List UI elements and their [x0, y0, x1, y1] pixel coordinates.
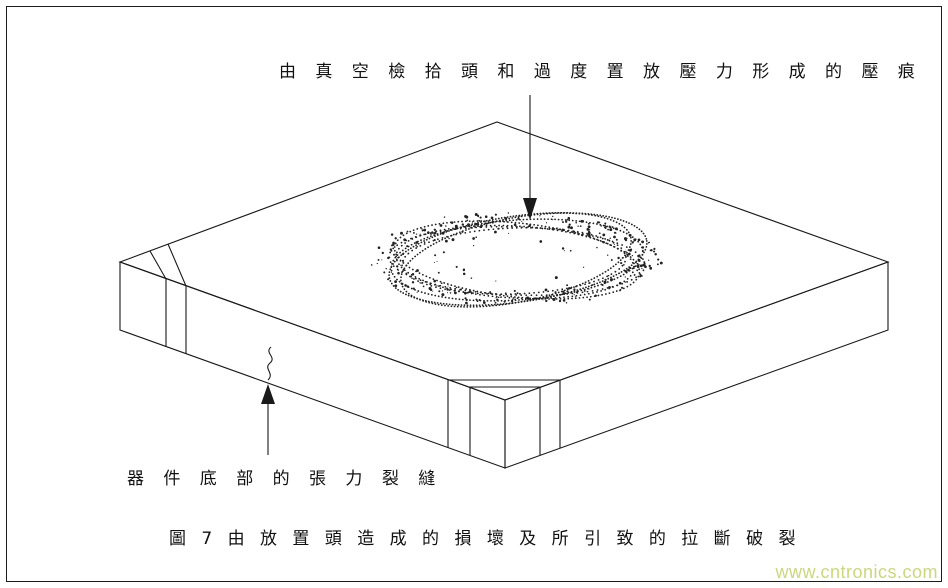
indentation-annotation: 由 真 空 檢 拾 頭 和 過 度 置 放 壓 力 形 成 的 壓 痕 [279, 62, 922, 82]
indentation-arrow [523, 95, 537, 220]
crack-arrow [261, 384, 275, 455]
figure-caption: 圖 7 由 放 置 頭 造 成 的 損 壞 及 所 引 致 的 拉 斷 破 裂 [169, 529, 801, 549]
indentation-stipple-dots [370, 212, 663, 305]
chip-body [118, 121, 890, 469]
termination-band-left [149, 243, 187, 354]
chip-front-right-face [504, 261, 889, 469]
termination-band-right [447, 379, 561, 455]
chip-top-face [118, 121, 890, 401]
crack-annotation: 器 件 底 部 的 張 力 裂 縫 [127, 469, 443, 489]
watermark: www.cntronics.com [775, 562, 938, 582]
page-border [6, 6, 942, 582]
tension-crack [267, 346, 273, 381]
